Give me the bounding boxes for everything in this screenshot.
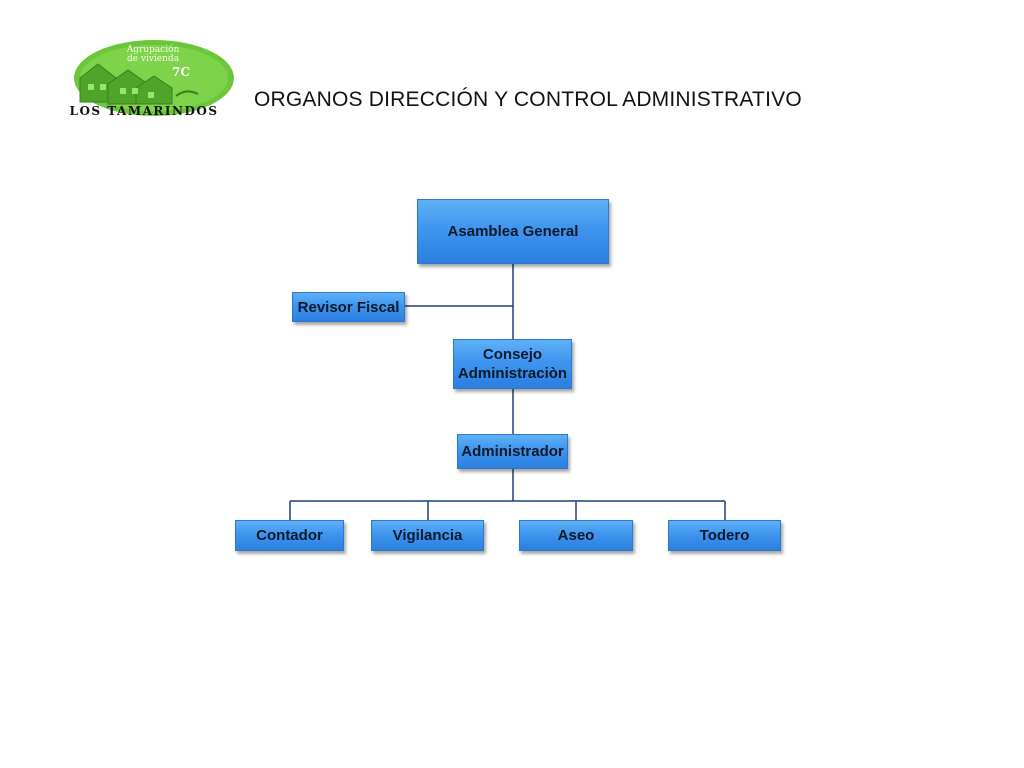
logo-text-line1: Agrupación: [126, 45, 180, 55]
node-contador: Contador: [235, 520, 344, 551]
node-revisor-fiscal: Revisor Fiscal: [292, 292, 405, 322]
node-vigilancia: Vigilancia: [371, 520, 484, 551]
house-icon: [79, 63, 173, 105]
node-label: Consejo Administraciòn: [457, 346, 568, 382]
page-title: ORGANOS DIRECCIÓN Y CONTROL ADMINISTRATI…: [254, 88, 802, 111]
node-label: Vigilancia: [392, 527, 463, 544]
logo-text-line2: de vivienda: [126, 54, 180, 64]
logo-number: 7C: [172, 65, 190, 79]
node-consejo-administracion: Consejo Administraciòn: [453, 339, 572, 389]
node-label: Revisor Fiscal: [297, 298, 400, 316]
logo: Agrupación de vivienda 7C LOS TAMARINDOS: [36, 38, 252, 122]
node-aseo: Aseo: [519, 520, 633, 551]
node-label: Aseo: [557, 527, 595, 544]
node-todero: Todero: [668, 520, 781, 551]
node-administrador: Administrador: [457, 434, 568, 469]
node-label: Contador: [256, 527, 323, 544]
node-label: Administrador: [461, 443, 564, 460]
logo-brand: LOS TAMARINDOS: [69, 104, 219, 118]
node-label: Todero: [699, 527, 750, 544]
node-asamblea-general: Asamblea General: [417, 199, 609, 264]
logo-emblem: [74, 40, 234, 116]
node-label: Asamblea General: [447, 223, 579, 240]
